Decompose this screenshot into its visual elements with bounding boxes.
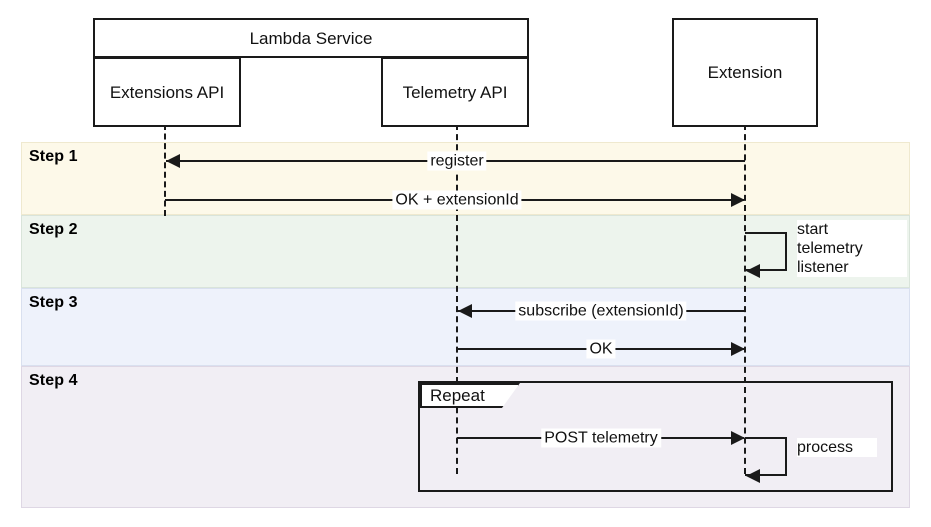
step-band-3: Step 3 (21, 288, 910, 366)
message-process-label: process (797, 438, 877, 457)
message-register-label: register (427, 151, 487, 171)
participant-extension: Extension (672, 18, 818, 127)
lifeline-extension (744, 124, 746, 474)
message-process-arrowhead (746, 469, 760, 483)
message-start-telemetry-listener-arrowhead (746, 264, 760, 278)
message-ok-label: OK (586, 339, 616, 359)
message-ok-extensionid-arrowhead (731, 193, 745, 207)
message-process-loop (745, 437, 787, 476)
message-register-arrowhead (166, 154, 180, 168)
participant-lambda-service: Lambda Service (93, 18, 529, 58)
fragment-repeat-label: Repeat (430, 386, 485, 405)
step-band-2: Step 2 (21, 215, 910, 288)
message-ok-extensionid-label: OK + extensionId (392, 190, 522, 210)
participant-lambda-service-label: Lambda Service (249, 28, 373, 48)
participant-telemetry-api: Telemetry API (381, 57, 529, 127)
participant-extensions-api-label: Extensions API (109, 82, 225, 102)
step-3-label: Step 3 (29, 294, 78, 311)
step-4-label: Step 4 (29, 372, 78, 389)
step-2-label: Step 2 (29, 221, 78, 238)
lifeline-telemetry-api (456, 124, 458, 474)
participant-extension-label: Extension (707, 63, 783, 82)
lifeline-extensions-api (164, 124, 166, 216)
message-start-telemetry-listener-loop (745, 232, 787, 271)
message-subscribe-arrowhead (458, 304, 472, 318)
fragment-repeat-tab: Repeat (420, 383, 520, 408)
message-post-telemetry-arrowhead (731, 431, 745, 445)
participant-extensions-api: Extensions API (93, 57, 241, 127)
fragment-repeat (418, 381, 893, 492)
message-post-telemetry-label: POST telemetry (541, 428, 661, 448)
message-ok-arrowhead (731, 342, 745, 356)
message-start-telemetry-listener-label: start telemetry listener (797, 220, 907, 277)
message-subscribe-label: subscribe (extensionId) (515, 301, 687, 321)
participant-telemetry-api-label: Telemetry API (402, 82, 508, 102)
step-1-label: Step 1 (29, 148, 78, 165)
